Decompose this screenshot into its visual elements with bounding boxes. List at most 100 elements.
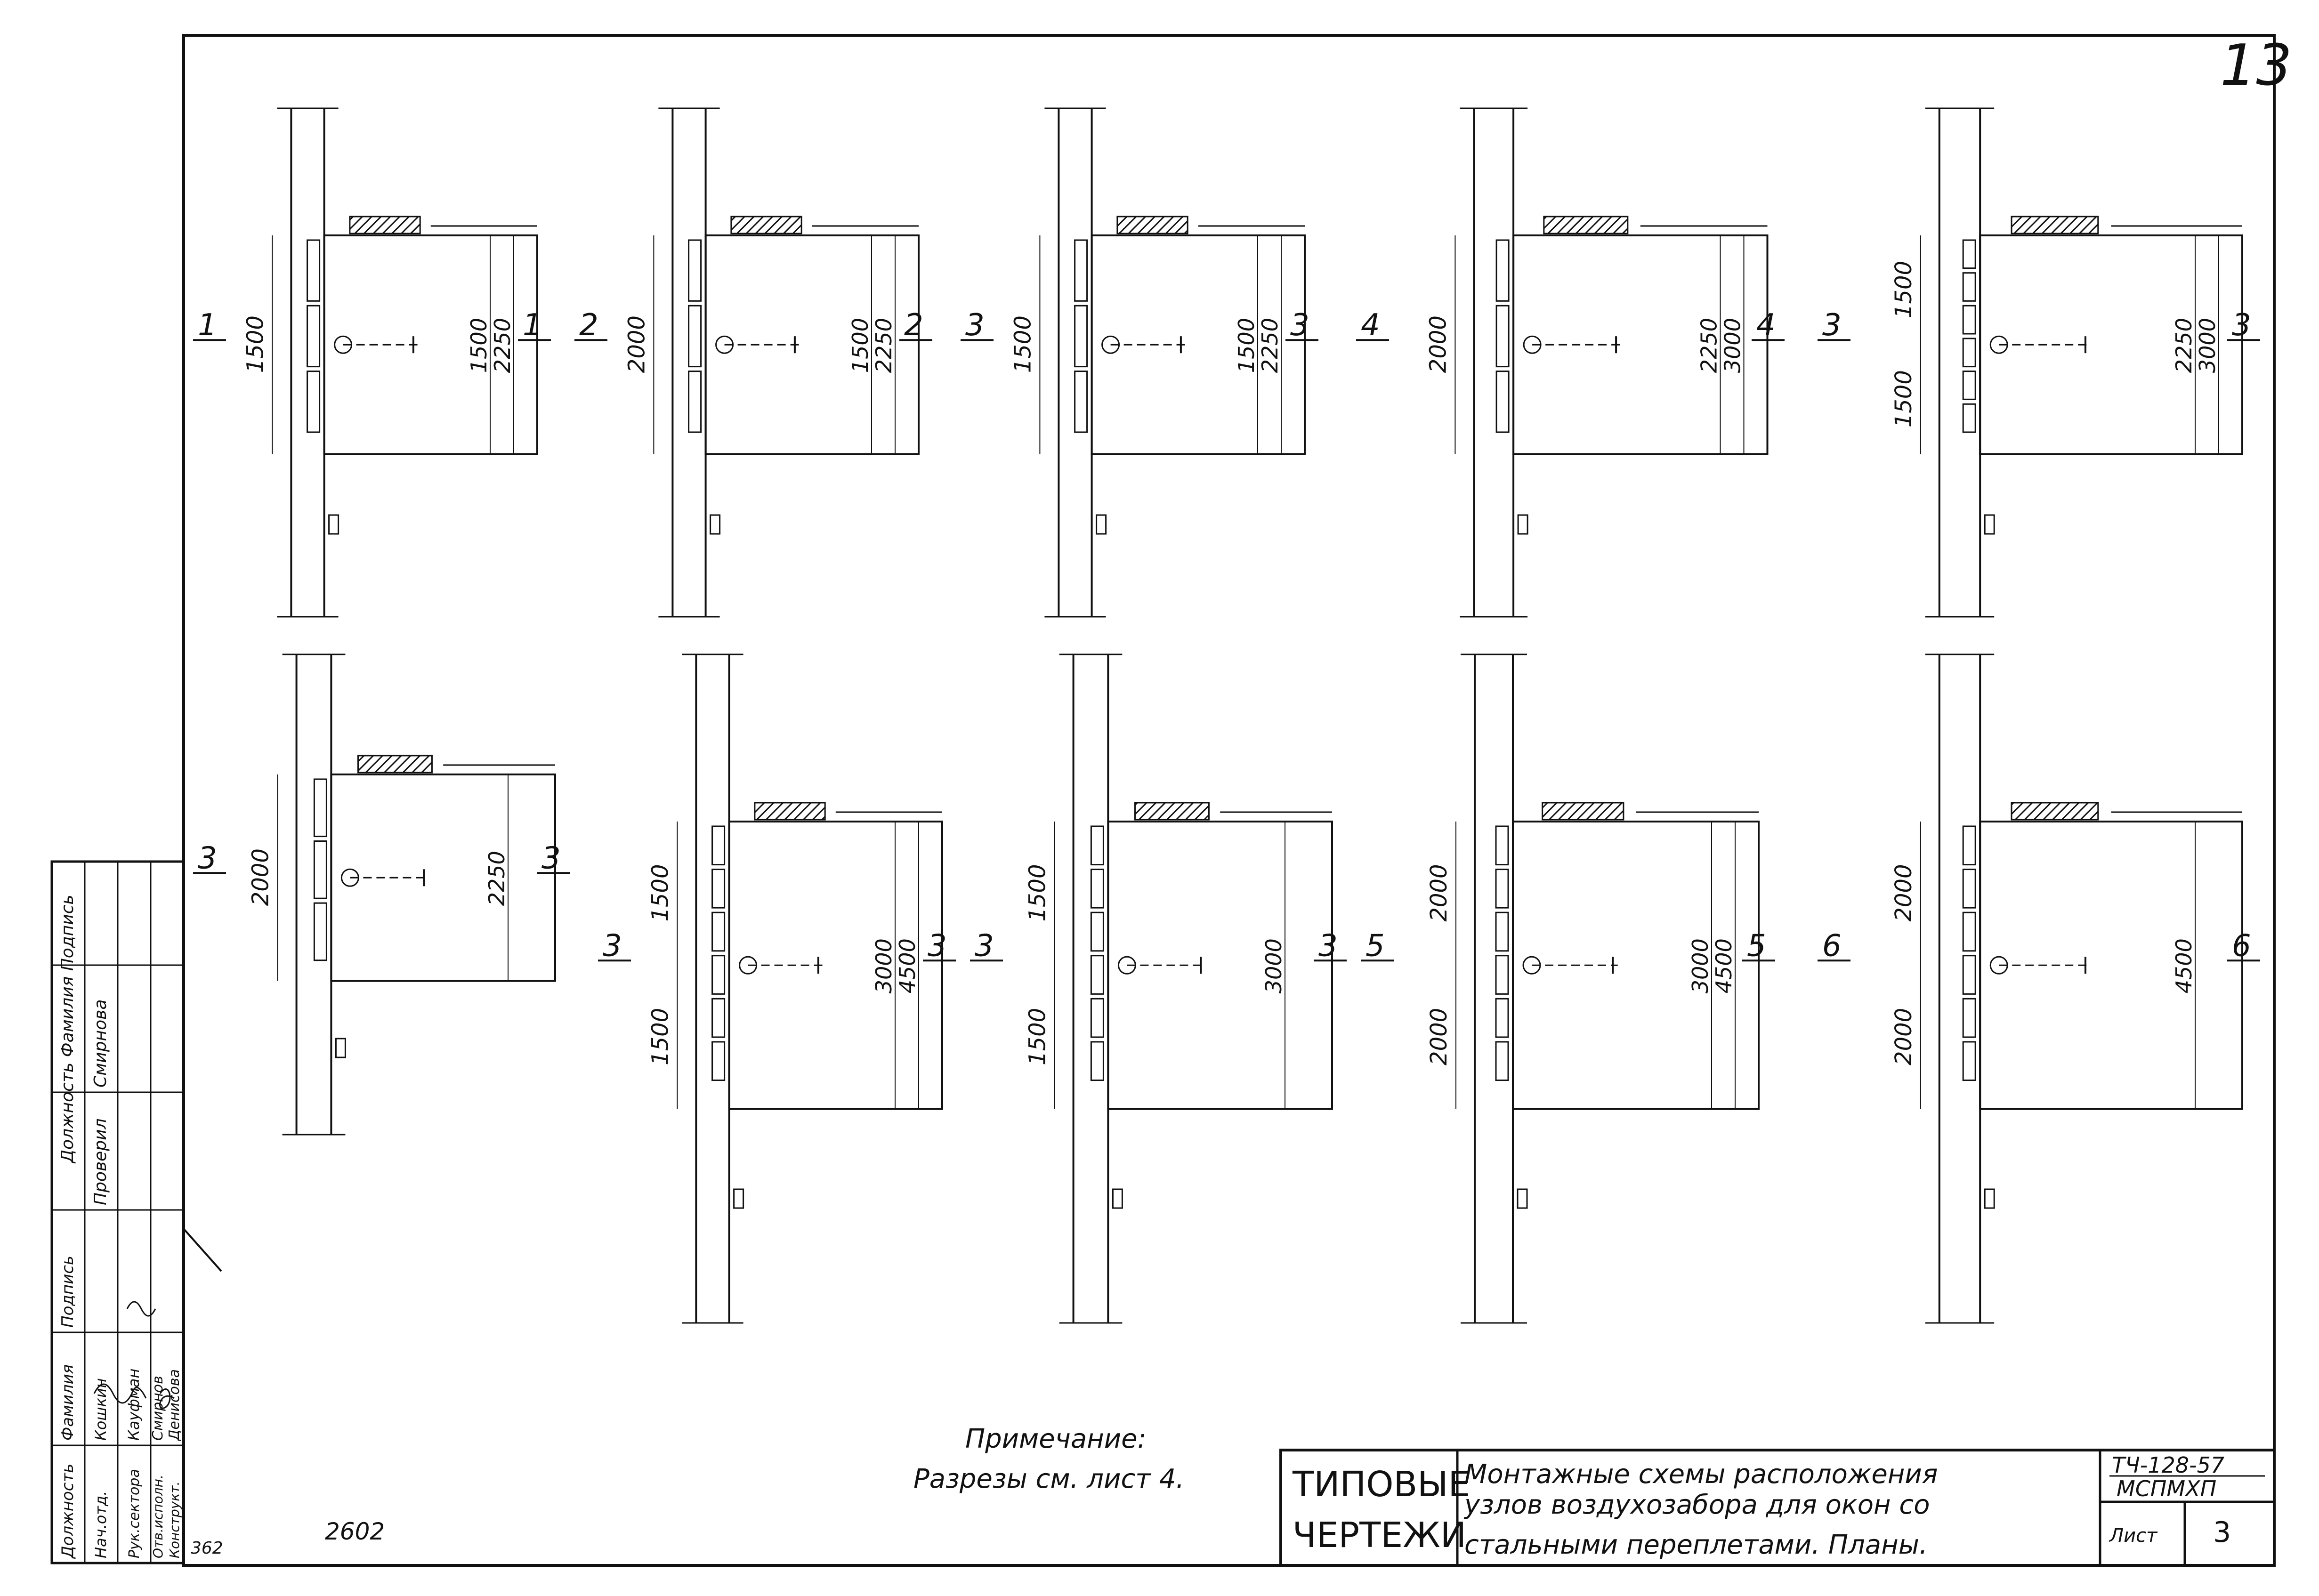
sheet-label: Лист: [2109, 1525, 2158, 1547]
support-bracket: [328, 514, 339, 535]
support-bracket: [710, 514, 721, 535]
dimension-label: 2000: [623, 315, 650, 373]
dimension-label: 1500: [647, 1008, 673, 1065]
section-mark: 1: [198, 308, 217, 343]
dimension-label: 1500: [466, 318, 492, 373]
window-sash: [711, 955, 726, 995]
support-bracket: [1517, 514, 1528, 535]
dimension-label: 3000: [871, 938, 897, 993]
dimension-label: 3000: [1720, 318, 1745, 373]
series-name-line2: ЧЕРТЕЖИ: [1293, 1515, 1466, 1556]
section-mark: 1: [523, 308, 542, 343]
window-sash: [307, 371, 321, 433]
dimension-label: 2250: [484, 851, 509, 906]
window-sash: [1074, 305, 1088, 368]
section-mark: 3: [541, 841, 561, 876]
window-sash: [307, 305, 321, 368]
dimension-label: 1500: [242, 315, 268, 373]
section-mark: 6: [1822, 928, 1842, 963]
window-sash: [1090, 998, 1104, 1038]
dimension-label: 4500: [1711, 938, 1737, 993]
window-sash: [711, 998, 726, 1038]
hatched-grille: [2011, 216, 2099, 234]
dimension-label: 3000: [1688, 938, 1713, 993]
dimension-label: 4500: [2171, 938, 2197, 993]
dimension-label: 1500: [1891, 261, 1917, 318]
dimension-label: 2250: [1697, 318, 1722, 373]
window-sash: [1074, 239, 1088, 302]
dimension-label: 2000: [1891, 1008, 1917, 1065]
window-sash: [1090, 955, 1104, 995]
dimension-label: 2250: [871, 318, 897, 373]
signature-table: Должность Фамилия Подпись Проверил Смирн…: [50, 860, 222, 1564]
window-sash: [1962, 825, 1976, 866]
window-sash: [688, 239, 702, 302]
window-sash: [1495, 911, 1509, 952]
window-sash: [1962, 1041, 1976, 1081]
support-bracket: [1112, 1188, 1123, 1209]
sheet-frame: [182, 34, 2276, 1567]
section-mark: 4: [1756, 308, 1776, 343]
dimension-label: 3000: [1261, 938, 1286, 993]
hatched-grille: [349, 216, 421, 234]
window-sash: [1962, 998, 1976, 1038]
window-sash: [711, 1041, 726, 1081]
window-sash: [688, 371, 702, 433]
header-position: Должность: [58, 1464, 77, 1559]
row1-surname: Кошкин: [92, 1378, 110, 1441]
section-mark: 3: [1318, 928, 1338, 963]
support-bracket: [1517, 1188, 1528, 1209]
approval-header: Должность Фамилия Подпись: [58, 895, 77, 1164]
dimension-label: 1500: [647, 864, 673, 921]
dimension-label: 1500: [1010, 315, 1036, 373]
dimension-label: 2000: [1426, 1008, 1452, 1065]
window-sash: [1495, 825, 1509, 866]
section-mark: 5: [1747, 928, 1766, 963]
signature-scribble-3: [159, 1388, 175, 1409]
row4-surname: Денисова: [166, 1369, 183, 1442]
series-name-line1: ТИПОВЫЕ: [1292, 1464, 1470, 1505]
duct-room: [1512, 234, 1769, 455]
title-line2: узлов воздухозабора для окон со: [1463, 1490, 1930, 1520]
window-sash: [1495, 305, 1510, 368]
approval-role: Проверил: [91, 1118, 110, 1205]
section-mark: 3: [1822, 308, 1842, 343]
row2-position: Рук.сектора: [126, 1469, 143, 1558]
dimension-label: 1500: [1891, 370, 1917, 427]
section-mark: 3: [928, 928, 947, 963]
window-sash: [1962, 272, 1976, 302]
window-sash: [1090, 869, 1104, 909]
header-signature: Подпись: [58, 1256, 77, 1328]
row3-position: Отв.исполн.: [150, 1475, 166, 1558]
title-block: ТИПОВЫЕ ЧЕРТЕЖИ Монтажные схемы располож…: [1279, 1449, 2276, 1567]
page-number: 13: [2220, 33, 2292, 98]
duct-room: [1107, 821, 1333, 1110]
approval-name: Смирнова: [91, 1000, 110, 1088]
note-text: Разрезы см. лист 4.: [913, 1464, 1184, 1494]
hatched-grille: [2011, 802, 2099, 821]
window-sash: [711, 825, 726, 866]
window-sash: [313, 840, 327, 899]
section-mark: 4: [1361, 308, 1380, 343]
dimension-label: 4500: [895, 938, 920, 993]
hatched-grille: [1542, 802, 1624, 821]
duct-room: [323, 234, 538, 455]
window-sash: [313, 902, 327, 961]
dimension-label: 2000: [1426, 864, 1452, 921]
dimension-label: 2250: [490, 318, 515, 373]
row2-surname: Кауфман: [125, 1369, 143, 1441]
window-sash: [1495, 955, 1509, 995]
dimension-label: 2000: [248, 848, 274, 906]
corner-number: 362: [191, 1539, 223, 1558]
window-sash: [1962, 911, 1976, 952]
section-mark: 2: [904, 308, 923, 343]
window-sash: [1495, 371, 1510, 433]
dimension-label: 2250: [2171, 318, 2197, 373]
